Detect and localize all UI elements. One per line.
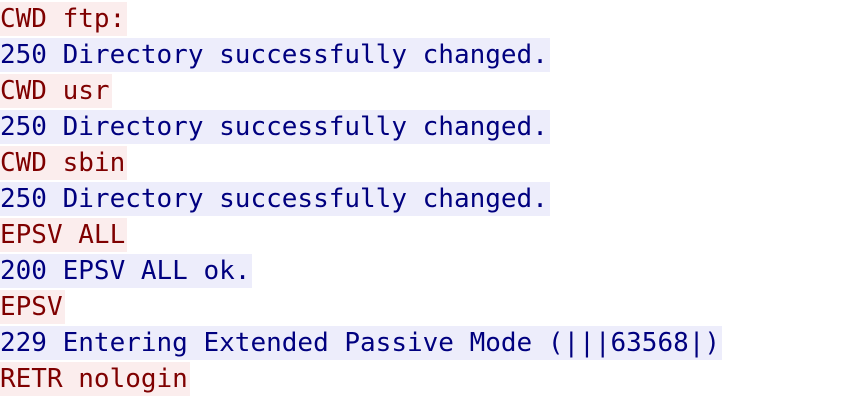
server-line[interactable]: 229 Entering Extended Passive Mode (|||6…	[0, 325, 847, 361]
client-line-text: CWD usr	[0, 74, 112, 108]
client-line[interactable]: CWD usr	[0, 73, 847, 109]
client-line-text: CWD sbin	[0, 146, 128, 180]
server-line[interactable]: 250 Directory successfully changed.	[0, 181, 847, 217]
client-line-text: EPSV ALL	[0, 218, 128, 252]
server-line-text: 250 Directory successfully changed.	[0, 182, 550, 216]
server-line-text: 200 EPSV ALL ok.	[0, 254, 253, 288]
server-line-text: 250 Directory successfully changed.	[0, 38, 550, 72]
client-line-text: RETR nologin	[0, 362, 190, 396]
client-line-text: CWD ftp:	[0, 2, 128, 36]
server-line[interactable]: 200 EPSV ALL ok.	[0, 253, 847, 289]
client-line[interactable]: RETR nologin	[0, 361, 847, 397]
client-line-text: EPSV	[0, 290, 65, 324]
server-line[interactable]: 250 Directory successfully changed.	[0, 37, 847, 73]
follow-tcp-stream-content[interactable]: CWD ftp: 250 Directory successfully chan…	[0, 0, 847, 397]
client-line[interactable]: EPSV	[0, 289, 847, 325]
server-line[interactable]: 250 Directory successfully changed.	[0, 109, 847, 145]
server-line-text: 250 Directory successfully changed.	[0, 110, 550, 144]
client-line[interactable]: CWD ftp:	[0, 1, 847, 37]
server-line-text: 229 Entering Extended Passive Mode (|||6…	[0, 326, 723, 360]
client-line[interactable]: EPSV ALL	[0, 217, 847, 253]
client-line[interactable]: CWD sbin	[0, 145, 847, 181]
